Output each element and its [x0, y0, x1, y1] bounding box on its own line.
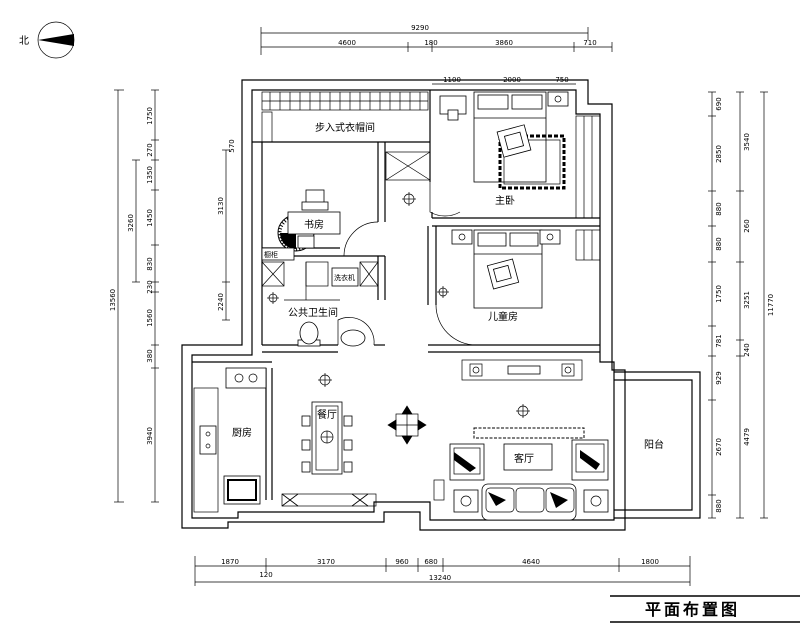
dimension-top: 9290 4600 180 3860 710 1100 2000 750 — [260, 24, 613, 85]
room-label-balcony: 阳台 — [644, 438, 664, 451]
dim-top-seg2: 180 — [424, 39, 437, 47]
north-label: 北 — [19, 35, 29, 47]
dimension-bottom: 1870 3170 960 680 4640 1800 120 13240 — [194, 556, 691, 586]
dim-top-seg1: 4600 — [338, 39, 356, 47]
living-room: 客厅 — [433, 359, 609, 521]
dim-left-a6: 230 — [146, 280, 154, 293]
room-label-study: 书房 — [304, 218, 324, 231]
dim-left-a3: 1350 — [146, 166, 154, 184]
master-bedroom: 主卧 — [402, 91, 569, 207]
dim-left-b1: 3130 — [217, 197, 225, 215]
room-label-walkin-closet: 步入式衣帽间 — [315, 121, 375, 134]
dim-left-a5: 830 — [146, 257, 154, 270]
dim-left-sub1: 3260 — [127, 214, 135, 232]
dim-left-b3: 570 — [228, 139, 236, 152]
dim-left-overall: 13560 — [109, 289, 117, 311]
dim-left-a9: 3940 — [146, 427, 154, 445]
north-arrow: 北 — [19, 21, 75, 59]
kitchen: 厨房 — [193, 367, 267, 513]
dim-top-seg4: 710 — [583, 39, 596, 47]
dim-top-seg3: 3860 — [495, 39, 513, 47]
dim-right-overall: 11770 — [767, 294, 775, 316]
dim-left-a2: 270 — [146, 143, 154, 156]
room-label-living: 客厅 — [514, 452, 534, 465]
dim-right-r5: 1750 — [715, 285, 723, 303]
room-label-public-bathroom: 公共卫生间 — [288, 306, 338, 319]
public-bathroom: 洗衣机 公共卫生间 — [261, 261, 379, 347]
dim-right-r9: 880 — [715, 499, 723, 512]
washer-label: 洗衣机 — [334, 273, 355, 282]
dim-right-s3: 3251 — [743, 291, 751, 309]
title-block: 平面布置图 — [610, 595, 800, 623]
room-label-children-room: 儿童房 — [488, 310, 518, 323]
ceiling-light — [387, 405, 427, 445]
dim-right-s5: 4479 — [743, 428, 751, 446]
dim-right-s2: 260 — [743, 219, 751, 232]
dim-left-a8: 380 — [146, 349, 154, 362]
dim-right-r4: 880 — [715, 237, 723, 250]
walls — [181, 79, 626, 531]
room-label-master-bedroom: 主卧 — [495, 194, 515, 207]
children-room: 儿童房 — [437, 229, 561, 323]
balcony: 阳台 — [614, 371, 701, 519]
dim-bottom-seg1: 1870 — [221, 558, 239, 566]
dim-bottom-seg6: 1800 — [641, 558, 659, 566]
dim-right-r6: 781 — [715, 334, 723, 347]
dim-bottom-seg2: 3170 — [317, 558, 335, 566]
doors — [337, 182, 477, 346]
dim-left-b2: 2240 — [217, 293, 225, 311]
dim-top-overall: 9290 — [411, 24, 429, 32]
dim-right-r7: 929 — [715, 371, 723, 384]
dim-bottom-seg3: 960 — [395, 558, 408, 566]
dim-right-r8: 2670 — [715, 438, 723, 456]
dim-right-r2: 2850 — [715, 145, 723, 163]
dim-right-r1: 690 — [715, 97, 723, 110]
cabinet-label: 橱柜 — [264, 250, 278, 259]
dim-right-s4: 240 — [743, 343, 751, 356]
room-label-kitchen: 厨房 — [232, 426, 252, 439]
dim-bottom-small: 120 — [259, 571, 272, 579]
dining: 餐厅 — [281, 373, 427, 507]
dim-left-a1: 1750 — [146, 107, 154, 125]
dim-bottom-seg5: 4640 — [522, 558, 540, 566]
dim-left-a4: 1450 — [146, 209, 154, 227]
dim-left-a7: 1560 — [146, 309, 154, 327]
dimension-right: 690 2850 880 880 1750 781 929 2670 880 3… — [708, 91, 775, 519]
dim-right-r3: 880 — [715, 202, 723, 215]
study: 书房 橱柜 — [261, 189, 341, 261]
drawing-title: 平面布置图 — [645, 600, 740, 619]
dimension-left: 13560 3260 1750 270 1350 1450 830 230 15… — [109, 89, 236, 503]
dim-bottom-seg4: 680 — [424, 558, 437, 566]
dim-right-s1: 3540 — [743, 133, 751, 151]
room-label-dining: 餐厅 — [317, 408, 337, 421]
walkin-closet: 步入式衣帽间 — [261, 91, 431, 181]
dim-bottom-overall: 13240 — [429, 574, 451, 582]
